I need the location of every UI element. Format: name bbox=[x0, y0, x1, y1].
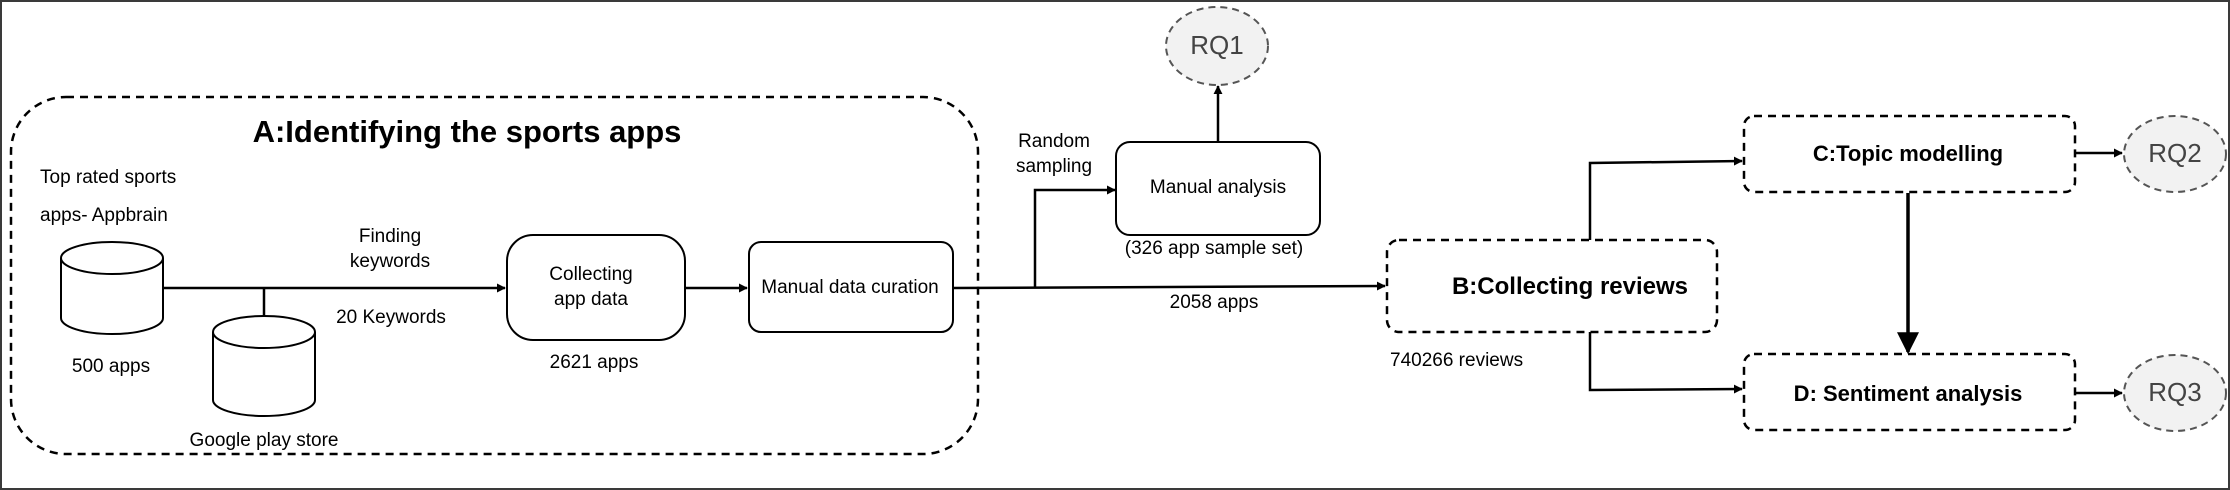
reviews-count-label: 740266 reviews bbox=[1390, 350, 1524, 371]
collecting-app-data-line2: app data bbox=[554, 289, 628, 310]
topic-modelling-box bbox=[1742, 114, 2077, 194]
collecting-reviews-label: B:Collecting reviews bbox=[1451, 273, 1689, 300]
appbrain-database-icon bbox=[60, 241, 164, 335]
manual-sample-label: (326 app sample set) bbox=[1124, 238, 1304, 259]
appbrain-count-label: 500 apps bbox=[71, 356, 151, 377]
group-a-title: A:Identifying the sports apps bbox=[252, 114, 682, 149]
appbrain-label-line1: Top rated sports bbox=[40, 167, 177, 188]
manual-analysis-box bbox=[1115, 141, 1321, 236]
rq1-ellipse bbox=[1165, 6, 1269, 86]
manual-data-curation-label: Manual data curation bbox=[761, 277, 939, 298]
collecting-reviews-box bbox=[1385, 238, 1719, 334]
rq2-ellipse bbox=[2123, 115, 2227, 193]
rq3-label: RQ3 bbox=[2148, 377, 2202, 407]
topic-modelling-label: C:Topic modelling bbox=[1812, 141, 2004, 166]
apps-2058-label: 2058 apps bbox=[1169, 292, 1259, 313]
collecting-app-data-line1: Collecting bbox=[549, 264, 633, 285]
random-sampling-line2: sampling bbox=[1015, 156, 1093, 177]
appbrain-label-line2: apps- Appbrain bbox=[40, 205, 168, 226]
finding-keywords-line1: Finding bbox=[358, 226, 422, 247]
google-play-database-icon bbox=[212, 315, 316, 417]
collecting-app-data-box bbox=[506, 234, 686, 341]
arrow-random-sampling bbox=[1033, 185, 1116, 288]
sentiment-analysis-label: D: Sentiment analysis bbox=[1793, 381, 2023, 406]
arrow-reviews-to-topic bbox=[1588, 156, 1743, 240]
finding-keywords-line2: keywords bbox=[349, 251, 431, 272]
arrow-reviews-to-sentiment bbox=[1588, 332, 1743, 394]
group-a-container bbox=[9, 95, 980, 456]
manual-analysis-label: Manual analysis bbox=[1149, 177, 1287, 198]
rq1-label: RQ1 bbox=[1190, 30, 1244, 60]
random-sampling-line1: Random bbox=[1018, 131, 1090, 152]
arrow-curation-to-reviews bbox=[952, 281, 1386, 291]
sentiment-analysis-box bbox=[1742, 352, 2077, 432]
keywords-count-label: 20 Keywords bbox=[336, 307, 446, 328]
rq2-label: RQ2 bbox=[2148, 138, 2202, 168]
collecting-count-label: 2621 apps bbox=[549, 352, 639, 373]
rq3-ellipse bbox=[2123, 354, 2227, 432]
google-play-label: Google play store bbox=[189, 430, 339, 451]
manual-data-curation-box bbox=[748, 241, 954, 333]
